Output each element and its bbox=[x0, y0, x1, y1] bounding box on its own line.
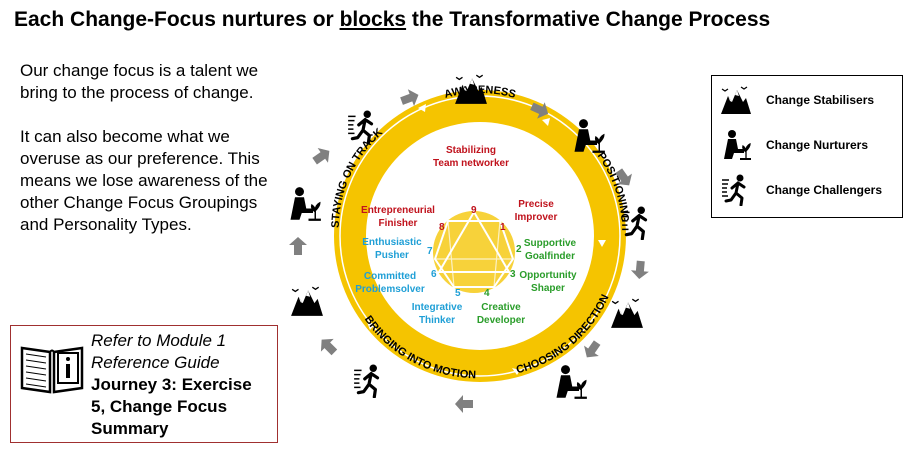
kneeling-planter-icon bbox=[289, 186, 322, 221]
ring-direction-arrows bbox=[367, 104, 606, 375]
legend-item-challengers: Change Challengers bbox=[720, 174, 900, 208]
type-number: 2 bbox=[516, 244, 522, 255]
title-emphasis: blocks bbox=[339, 8, 407, 31]
reference-line-3: Journey 3: Exercise bbox=[91, 375, 252, 394]
type-number: 3 bbox=[510, 269, 516, 280]
type-number: 8 bbox=[439, 222, 445, 233]
running-figure-icon bbox=[352, 364, 380, 398]
flow-arrow-icon bbox=[289, 237, 307, 255]
intro-paragraph-1: Our change focus is a talent we bring to… bbox=[20, 61, 259, 102]
type-number: 6 bbox=[431, 269, 437, 280]
running-figure-icon bbox=[722, 174, 746, 206]
reference-line-1: Refer to Module 1 bbox=[91, 331, 227, 350]
reference-line-4: 5, Change Focus bbox=[91, 397, 228, 416]
type-number: 1 bbox=[500, 222, 506, 233]
change-cycle-diagram: AWARENESS POSITIONING CHOOSING DIRECTION… bbox=[289, 74, 650, 413]
kneeling-planter-icon bbox=[724, 130, 751, 160]
type-number: 5 bbox=[455, 288, 461, 299]
type-number: 4 bbox=[484, 288, 490, 299]
info-book-icon bbox=[20, 346, 84, 394]
kneeling-planter-icon bbox=[555, 364, 588, 399]
legend-label: Change Nurturers bbox=[766, 138, 869, 152]
running-figure-icon bbox=[346, 110, 374, 144]
legend: Change Stabilisers Change Nurturers Chan… bbox=[711, 75, 903, 218]
flow-arrow-icon bbox=[315, 333, 341, 359]
legend-item-stabilisers: Change Stabilisers bbox=[720, 84, 900, 118]
type-number: 9 bbox=[471, 205, 477, 216]
reference-line-5: Summary bbox=[91, 419, 169, 438]
intro-text: Our change focus is a talent we bring to… bbox=[20, 60, 270, 258]
enneagram-hexad-cross bbox=[435, 220, 513, 288]
intro-paragraph-2: It can also become what we overuse as ou… bbox=[20, 127, 268, 234]
type-number: 7 bbox=[427, 246, 433, 257]
flow-arrow-icon bbox=[455, 395, 473, 413]
enneagram-triangle bbox=[437, 210, 511, 273]
reference-box: Refer to Module 1 Reference Guide Journe… bbox=[10, 325, 278, 443]
flow-arrow-icon bbox=[630, 260, 650, 280]
mountain-icon bbox=[721, 86, 751, 114]
reference-text: Refer to Module 1 Reference Guide Journe… bbox=[91, 330, 277, 440]
reference-line-2: Reference Guide bbox=[91, 353, 220, 372]
mountain-icon bbox=[610, 298, 644, 329]
legend-label: Change Stabilisers bbox=[766, 93, 875, 107]
flow-arrow-icon bbox=[579, 337, 605, 363]
flow-arrow-icon bbox=[309, 143, 335, 169]
enneagram bbox=[433, 210, 515, 293]
mountain-icon bbox=[290, 286, 324, 317]
page-title: Each Change-Focus nurtures or blocks the… bbox=[14, 8, 771, 31]
legend-label: Change Challengers bbox=[766, 183, 883, 197]
legend-item-nurturers: Change Nurturers bbox=[720, 129, 900, 163]
